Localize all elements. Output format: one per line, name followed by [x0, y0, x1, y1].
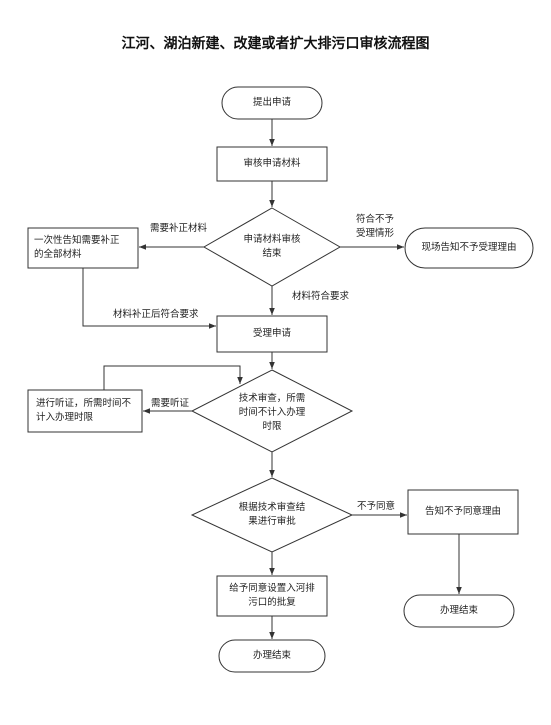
end-right-terminator	[403, 594, 515, 628]
tech-review-label: 技术审查，所需 时间不计入办理 时限	[238, 393, 306, 432]
notice-disapprove-label: 告知不予同意理由	[424, 506, 501, 517]
approval-grant-box	[216, 575, 328, 617]
materials-decision-label: 申请材料审核 结束	[243, 234, 301, 259]
arrow-hearing-back-to-tech	[103, 365, 243, 390]
accept-label: 受理申请	[252, 328, 291, 339]
arrow-supplement-to-accept	[82, 268, 216, 329]
review-materials-label: 审核申请材料	[243, 158, 301, 169]
end-left-label: 办理结束	[252, 650, 291, 661]
edge-label-disagree: 不予同意	[357, 501, 396, 512]
edge-label-materials-ok: 材料符合要求	[292, 291, 350, 302]
hearing-label: 进行听证，所需时间不 计入办理时限	[36, 398, 132, 423]
edge-label-need-hearing: 需要听证	[151, 398, 190, 409]
onsite-reject-label: 现场告知不予受理理由	[421, 242, 517, 253]
hearing-box	[27, 389, 143, 433]
end-left-terminator	[218, 639, 326, 673]
approval-decision-label: 根据技术审查结 果进行审批	[238, 502, 306, 527]
onsite-reject-terminator	[404, 227, 534, 269]
approval-grant-label: 给予同意设置入河排 污口的批复	[229, 583, 315, 608]
page-title: 江河、湖泊新建、改建或者扩大排污口审核流程图	[121, 36, 430, 52]
edge-label-not-accept: 符合不予 受理情形	[356, 214, 395, 239]
edge-label-need-supplement: 需要补正材料	[150, 223, 208, 234]
supplement-notice-label: 一次性告知需要补正 的全部材料	[34, 235, 120, 260]
start-label: 提出申请	[252, 97, 291, 108]
supplement-notice-box	[27, 227, 139, 269]
edge-label-after-supplement: 材料补正后符合要求	[113, 309, 199, 320]
review-materials-box	[216, 146, 328, 182]
end-right-label: 办理结束	[439, 605, 478, 616]
notice-disapprove-box	[407, 489, 519, 535]
accept-box	[216, 315, 328, 353]
